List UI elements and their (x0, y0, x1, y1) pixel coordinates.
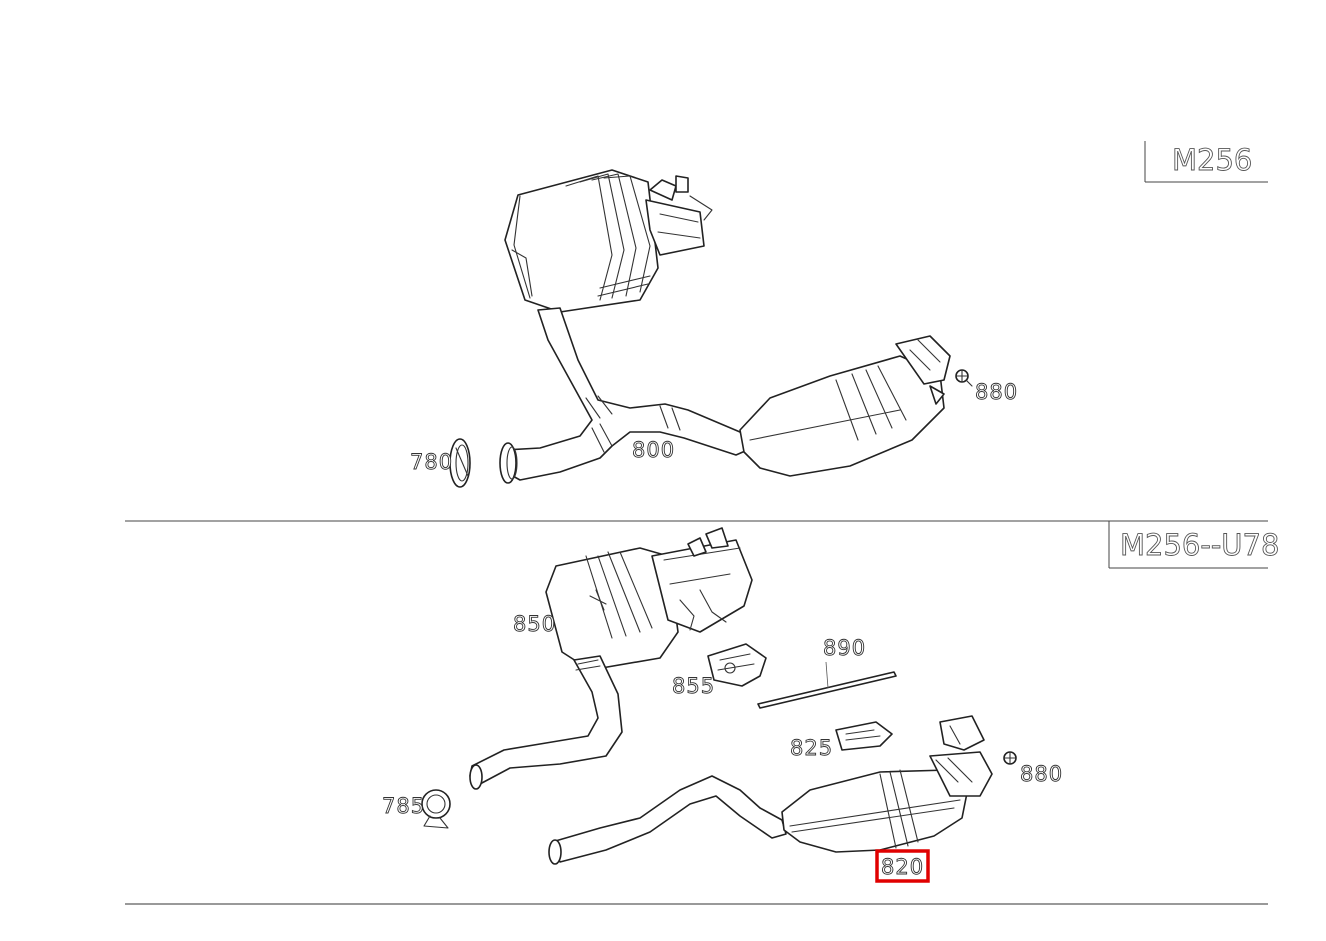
callout-780[interactable]: 780 (410, 450, 453, 475)
variant-label-bottom: M256--U78 (1120, 528, 1279, 562)
callout-850[interactable]: 850 (513, 612, 556, 637)
catalytic-converter-top (739, 335, 951, 477)
pipe-and-converter-820 (548, 715, 993, 865)
heat-shield-825 (835, 721, 893, 751)
rear-muffler-top (504, 169, 713, 313)
pipe-800-top (499, 307, 753, 484)
bolt-880-top (955, 369, 973, 387)
clamp-785 (421, 789, 451, 829)
callout-880-bottom[interactable]: 880 (1020, 762, 1063, 787)
variant-box-bottom: M256--U78 (1108, 521, 1280, 569)
bolt-880-bottom (1003, 751, 1017, 765)
clamp-780-top (449, 438, 471, 488)
cable-890 (757, 661, 897, 709)
highlight-box-820 (875, 849, 930, 883)
callout-800[interactable]: 800 (632, 438, 675, 463)
callout-785[interactable]: 785 (382, 794, 425, 819)
callout-825[interactable]: 825 (790, 736, 833, 761)
callout-820[interactable]: 820 (881, 855, 924, 880)
rear-muffler-850 (545, 527, 753, 671)
callout-855[interactable]: 855 (672, 674, 715, 699)
variant-box-top: M256 (1144, 141, 1268, 183)
tailpipe-bottom (469, 655, 623, 790)
callout-880-top[interactable]: 880 (975, 380, 1018, 405)
actuator-855 (707, 643, 767, 687)
callout-890[interactable]: 890 (823, 636, 866, 661)
variant-label-top: M256 (1172, 143, 1252, 177)
